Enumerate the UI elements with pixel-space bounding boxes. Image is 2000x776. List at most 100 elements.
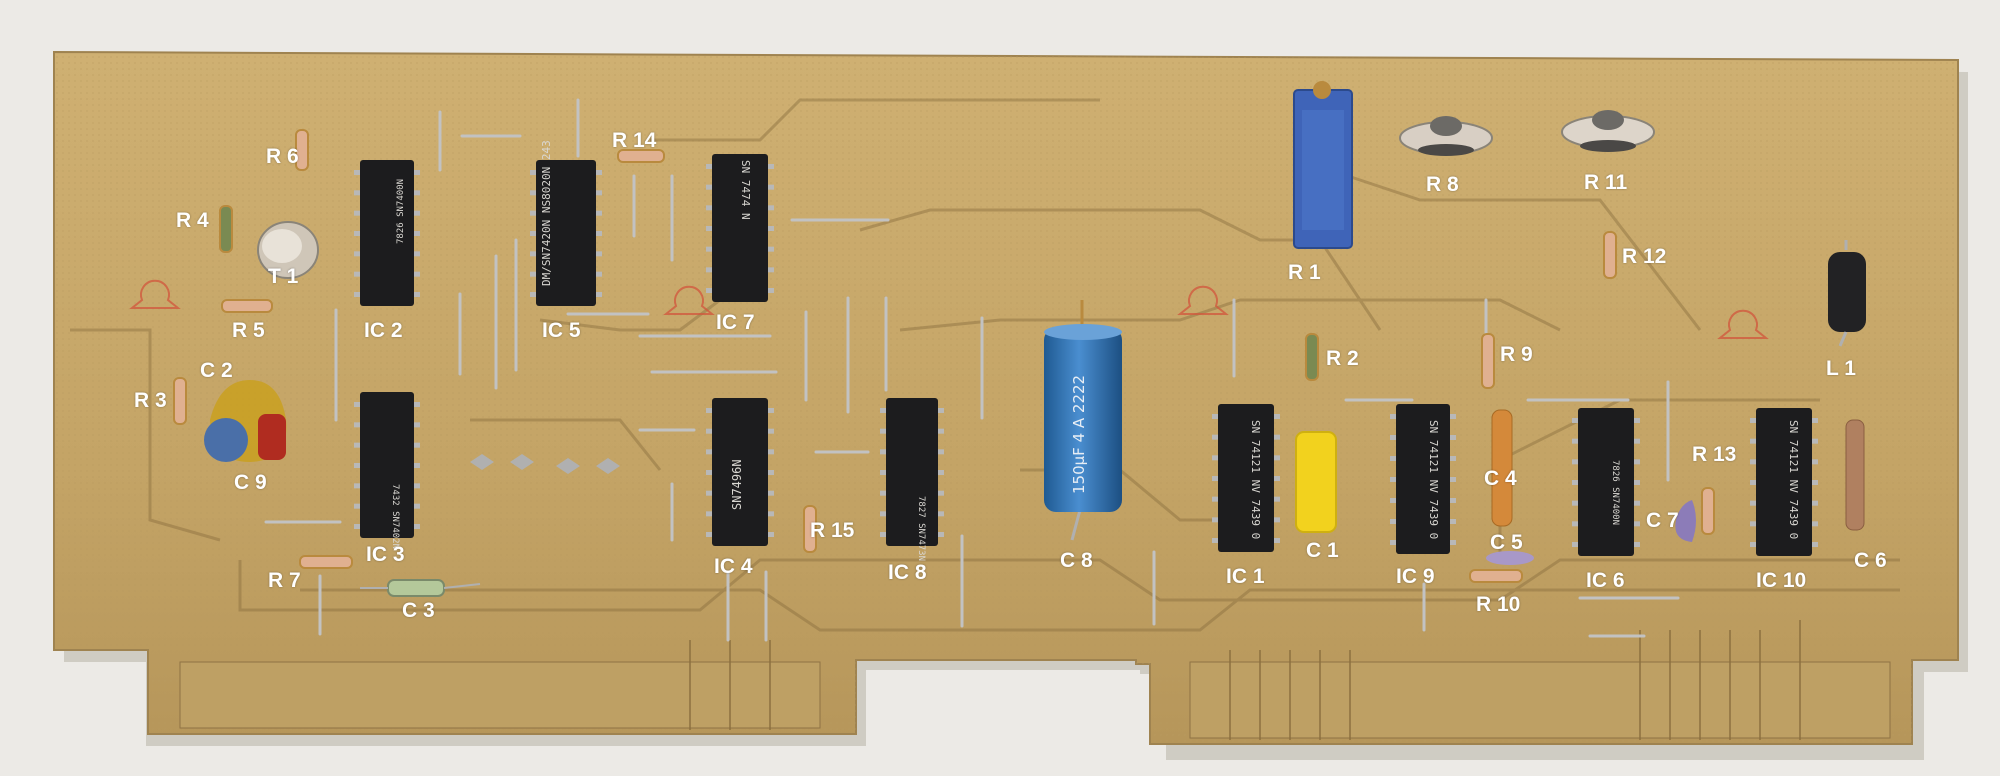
ic-pin xyxy=(414,442,420,448)
ic-pin xyxy=(414,402,420,407)
ic-pin xyxy=(414,524,420,529)
ic-pin xyxy=(938,511,944,517)
capacitor-c5 xyxy=(1486,551,1534,565)
ic-pin xyxy=(530,271,536,277)
ic-pin xyxy=(1390,435,1396,440)
ic-pin xyxy=(938,532,944,537)
ic-pin xyxy=(1812,542,1818,547)
capacitor-c3 xyxy=(387,579,445,597)
ic-pin xyxy=(938,428,944,434)
ic-8 xyxy=(886,398,938,546)
capacitor-c6 xyxy=(1845,419,1865,531)
label-r8: R 8 xyxy=(1426,173,1459,196)
resistors xyxy=(173,129,1715,583)
label-ic5: IC 5 xyxy=(542,319,581,342)
label-ic6: IC 6 xyxy=(1586,569,1625,592)
label-c9: C 9 xyxy=(234,471,267,494)
ic-pin xyxy=(1634,418,1640,423)
capacitor-c7 xyxy=(1675,500,1696,542)
ic-4-marking: SN7496N xyxy=(730,459,744,510)
ic-pin xyxy=(414,251,420,257)
label-r4: R 4 xyxy=(176,209,209,232)
ic-pin xyxy=(880,408,886,413)
ic-2-marking: 7826 SN7400N xyxy=(396,178,406,244)
ic-pin xyxy=(938,470,944,475)
ic-pin xyxy=(530,292,536,297)
ic-pin xyxy=(880,490,886,496)
ic-7-marking: SN 7474 N xyxy=(739,160,752,220)
ic-pin xyxy=(354,190,360,196)
label-r12: R 12 xyxy=(1622,245,1667,268)
ic-pin xyxy=(1390,540,1396,545)
ic-pin xyxy=(1212,434,1218,440)
ic-pin xyxy=(768,164,774,169)
trimmer-r11 xyxy=(1561,110,1655,152)
ic-pin xyxy=(354,442,360,448)
ic-pin xyxy=(1572,438,1578,444)
ic-pin xyxy=(530,251,536,257)
ic-pin xyxy=(596,231,602,236)
ic-pin xyxy=(1450,498,1456,503)
label-c4: C 4 xyxy=(1484,467,1517,490)
ic-pin xyxy=(706,532,712,537)
transistor-t1 xyxy=(257,221,319,279)
ic-pin xyxy=(354,483,360,489)
ic-pin xyxy=(596,170,602,175)
ic-7 xyxy=(712,154,768,302)
ic-pin xyxy=(414,231,420,236)
ic-pin xyxy=(706,226,712,231)
ic-pin xyxy=(1750,521,1756,527)
ic-pin xyxy=(1812,521,1818,527)
ic-pin xyxy=(1750,480,1756,485)
label-r10: R 10 xyxy=(1476,593,1521,616)
ic-pin xyxy=(1572,418,1578,423)
ic-pin xyxy=(706,470,712,475)
ic-pin xyxy=(1274,496,1280,502)
ic-pin xyxy=(354,231,360,236)
inductor-l1 xyxy=(1828,240,1866,347)
label-c6: C 6 xyxy=(1854,549,1887,572)
ic-pin xyxy=(706,184,712,190)
label-ic3: IC 3 xyxy=(366,543,405,566)
label-c8: C 8 xyxy=(1060,549,1093,572)
ic-pin xyxy=(768,511,774,517)
ic-pin xyxy=(768,205,774,211)
ic-pin xyxy=(1450,540,1456,545)
capacitor-c4 xyxy=(1491,409,1513,527)
ic-pin xyxy=(1274,414,1280,419)
ic-pin xyxy=(1634,521,1640,527)
ic-pin xyxy=(414,422,420,428)
ic-pin xyxy=(1634,480,1640,485)
ic-pin xyxy=(938,449,944,455)
ic-1-marking: SN 74121 NV 7439 0 xyxy=(1249,420,1262,540)
label-r14: R 14 xyxy=(612,129,657,152)
label-l1: L 1 xyxy=(1826,357,1856,380)
ic-5-marking: DM/SN7420N NS8020N 243 xyxy=(540,140,553,286)
ic-pin xyxy=(706,267,712,273)
ic-pin xyxy=(1572,459,1578,465)
ic-pin xyxy=(1390,414,1396,419)
ic-pin xyxy=(530,231,536,236)
label-r1: R 1 xyxy=(1288,261,1321,284)
ic-1 xyxy=(1218,404,1274,552)
ic-3 xyxy=(360,392,414,538)
ic-pin xyxy=(414,292,420,297)
ic-pin xyxy=(530,210,536,216)
ic-pin xyxy=(414,170,420,175)
ic-pin xyxy=(768,288,774,293)
ic-pin xyxy=(1274,455,1280,461)
label-ic10: IC 10 xyxy=(1756,569,1807,592)
ic-pin xyxy=(768,532,774,537)
ic-pin xyxy=(1450,414,1456,419)
ic-pin xyxy=(414,190,420,196)
ic-pin xyxy=(938,408,944,413)
label-t1: T 1 xyxy=(268,265,299,288)
ic-pin xyxy=(768,470,774,475)
ic-pin xyxy=(354,524,360,529)
ic-pin xyxy=(768,428,774,434)
label-c2: C 2 xyxy=(200,359,233,382)
label-ic2: IC 2 xyxy=(364,319,403,342)
capacitor-c8-marking: 150µF 4 A 2222 xyxy=(1070,374,1088,494)
ic-pin xyxy=(1450,435,1456,440)
